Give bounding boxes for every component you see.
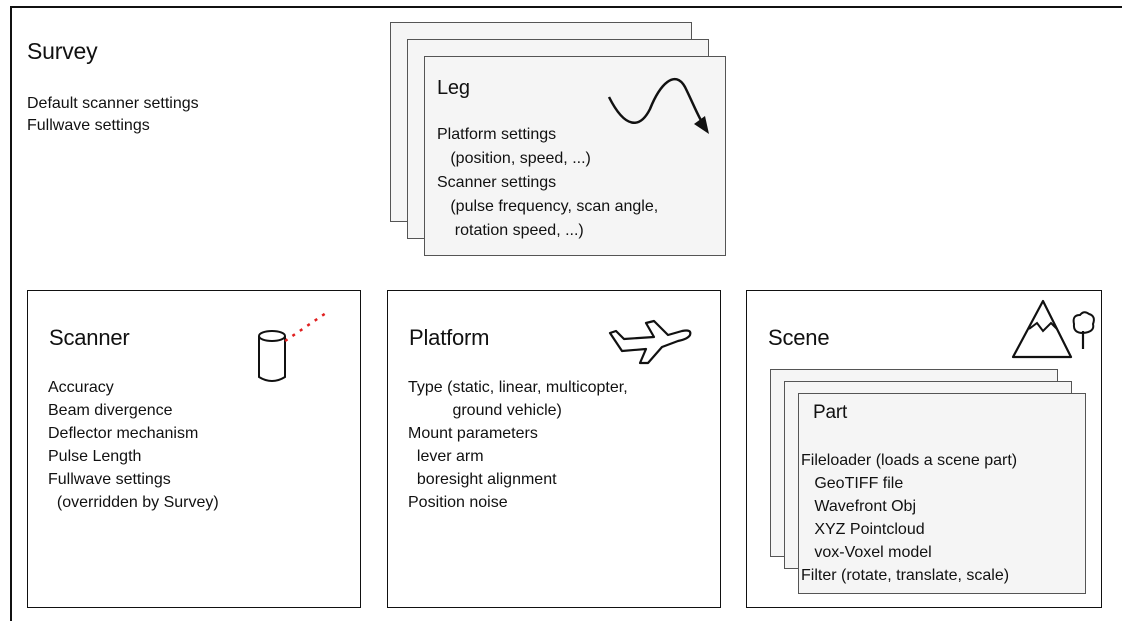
- part-line-5: vox-Voxel model: [801, 544, 932, 561]
- leg-line-1: Platform settings: [437, 126, 557, 143]
- scanner-line-5: Fullwave settings: [48, 471, 171, 488]
- wave-arrow-icon: [607, 77, 709, 134]
- part-line-6: Filter (rotate, translate, scale): [801, 567, 1010, 584]
- part-line-4: XYZ Pointcloud: [801, 521, 925, 538]
- leg-title: Leg: [437, 77, 470, 99]
- part-line-1: Fileloader (loads a scene part): [801, 452, 1018, 469]
- scanner-box: Scanner Accuracy Beam divergence Deflect…: [27, 290, 361, 608]
- scanner-line-2: Beam divergence: [48, 402, 173, 419]
- leg-line-2: (position, speed, ...): [437, 150, 591, 167]
- survey-line-2: Fullwave settings: [27, 117, 150, 134]
- scanner-title: Scanner: [49, 325, 130, 350]
- survey-frame-top: [10, 6, 1122, 8]
- platform-line-4: lever arm: [408, 448, 484, 465]
- leg-line-5: rotation speed, ...): [437, 222, 584, 239]
- mountain-icon: [1011, 299, 1073, 359]
- platform-box: Platform Type (static, linear, multicopt…: [387, 290, 721, 608]
- leg-line-4: (pulse frequency, scan angle,: [437, 198, 659, 215]
- platform-line-2: ground vehicle): [408, 402, 562, 419]
- scene-title: Scene: [768, 325, 830, 350]
- scanner-line-1: Accuracy: [48, 379, 114, 396]
- airplane-icon: [608, 319, 692, 365]
- platform-line-6: Position noise: [408, 494, 508, 511]
- survey-title: Survey: [27, 38, 98, 64]
- tree-icon: [1072, 311, 1095, 349]
- scanner-line-4: Pulse Length: [48, 448, 142, 465]
- leg-card: Leg Platform settings (position, speed, …: [424, 56, 726, 256]
- part-title: Part: [813, 402, 848, 423]
- platform-line-1: Type (static, linear, multicopter,: [408, 379, 628, 396]
- scanner-cylinder-icon: [258, 311, 327, 382]
- part-line-2: GeoTIFF file: [801, 475, 904, 492]
- platform-title: Platform: [409, 325, 490, 350]
- platform-line-5: boresight alignment: [408, 471, 557, 488]
- scanner-line-3: Deflector mechanism: [48, 425, 199, 442]
- survey-frame-left: [10, 6, 12, 621]
- part-line-3: Wavefront Obj: [801, 498, 916, 515]
- survey-line-1: Default scanner settings: [27, 95, 199, 112]
- leg-line-3: Scanner settings: [437, 174, 557, 191]
- platform-line-3: Mount parameters: [408, 425, 538, 442]
- scanner-line-6: (overridden by Survey): [48, 494, 219, 511]
- part-card: Part Fileloader (loads a scene part) Geo…: [798, 393, 1086, 594]
